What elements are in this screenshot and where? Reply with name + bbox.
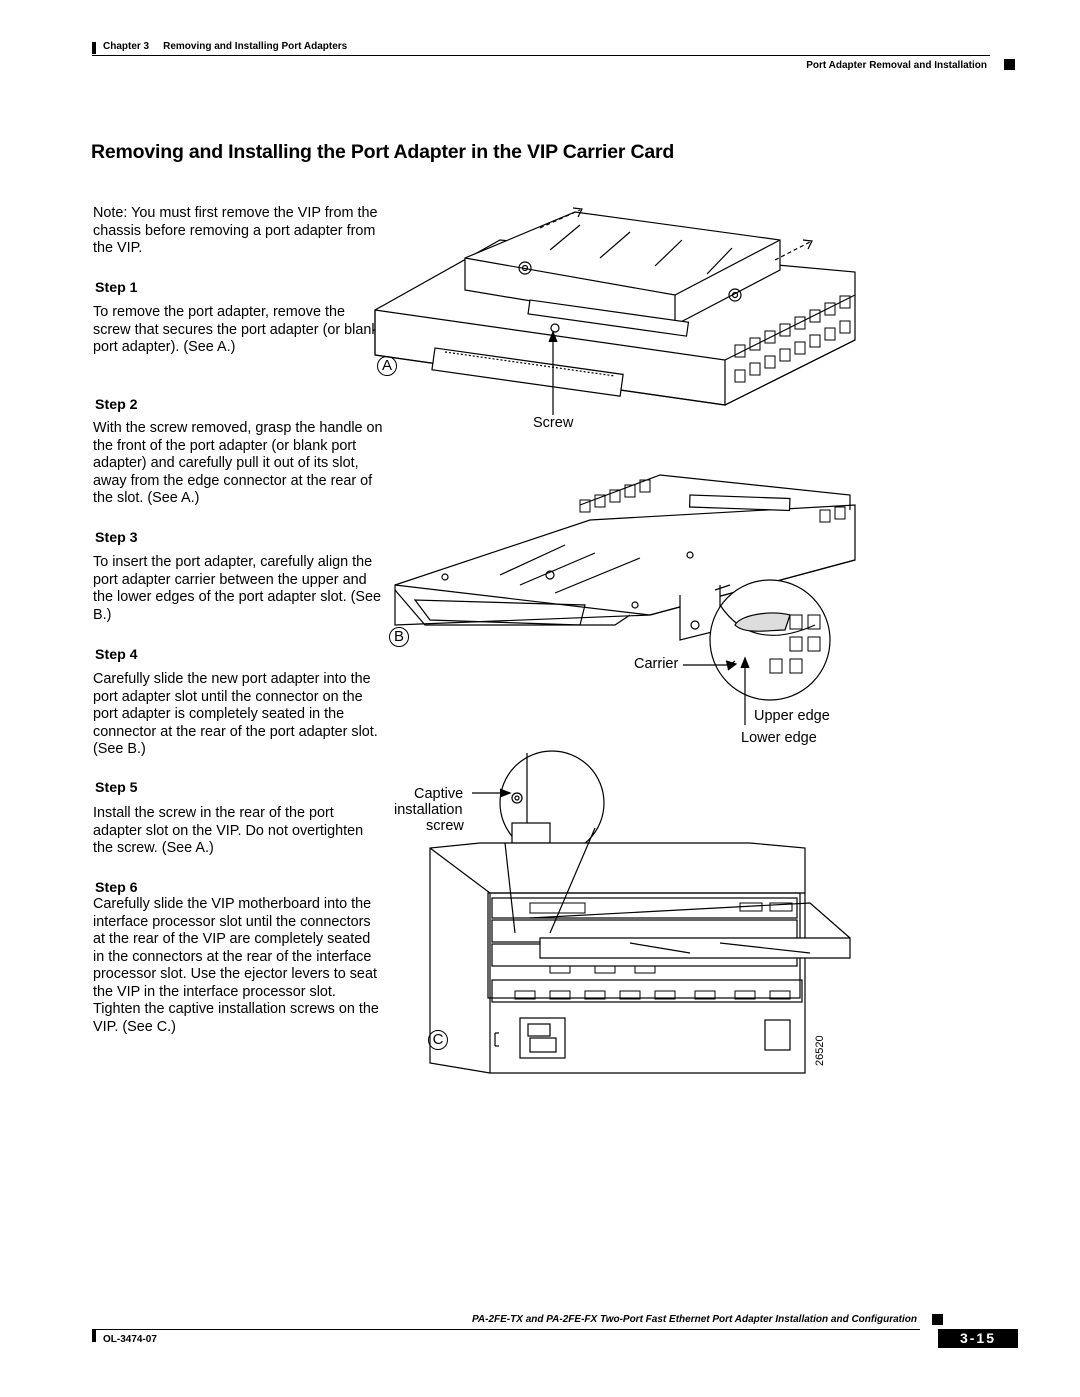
- step-6-label: Step 6: [95, 880, 138, 896]
- chapter-number: Chapter 3: [103, 41, 150, 52]
- step-5-text: Install the screw in the rear of the por…: [93, 805, 364, 856]
- captive-label-line2: installation: [394, 802, 463, 818]
- step-1-text: To remove the port adapter, remove the s…: [93, 304, 379, 355]
- step-2-text: With the screw removed, grasp the handle…: [93, 420, 383, 506]
- header-rule: [92, 55, 990, 56]
- step-1-label: Step 1: [95, 280, 138, 296]
- header-chapter: Chapter 3 Removing and Installing Port Ad…: [103, 41, 347, 52]
- footer-doc-title: PA-2FE-TX and PA-2FE-FX Two-Port Fast Et…: [471, 1314, 917, 1325]
- step-3-text: To insert the port adapter, carefully al…: [93, 554, 381, 623]
- footer-left-bar: [92, 1330, 96, 1342]
- figure-id: 26520: [814, 1035, 826, 1066]
- captive-label-line1: Captive: [414, 786, 464, 802]
- footer-doc-number: OL-3474-07: [103, 1334, 157, 1345]
- header-section-title: Port Adapter Removal and Installation: [806, 60, 987, 71]
- step-4-text: Carefully slide the new port adapter int…: [93, 671, 378, 757]
- step-4-label: Step 4: [95, 647, 138, 663]
- figure-label-c: C: [428, 1030, 448, 1050]
- footer-marker: [932, 1314, 943, 1325]
- figure-b-illustration: [394, 474, 856, 725]
- figure-a-illustration: [374, 207, 856, 415]
- note-text: Note: You must first remove the VIP from…: [93, 205, 378, 256]
- footer-rule: [92, 1329, 920, 1330]
- step-6-text: Carefully slide the VIP motherboard into…: [93, 896, 379, 1035]
- page-title: Removing and Installing the Port Adapter…: [91, 141, 675, 163]
- screw-label: Screw: [533, 415, 574, 431]
- captive-label-line3: screw: [426, 818, 464, 834]
- carrier-label: Carrier: [634, 656, 679, 672]
- header-right-marker: [1004, 59, 1015, 70]
- step-2-label: Step 2: [95, 397, 138, 413]
- lower-edge-label: Lower edge: [741, 730, 817, 746]
- figure-c-illustration: [429, 750, 851, 1074]
- figure-label-b: B: [389, 627, 409, 647]
- step-3-label: Step 3: [95, 530, 138, 546]
- chapter-title: Removing and Installing Port Adapters: [163, 41, 348, 52]
- upper-edge-label: Upper edge: [754, 708, 830, 724]
- figure-label-a: A: [377, 356, 397, 376]
- page-number: 3-15: [938, 1329, 1018, 1348]
- step-5-label: Step 5: [95, 780, 138, 796]
- header-left-bar: [92, 42, 96, 54]
